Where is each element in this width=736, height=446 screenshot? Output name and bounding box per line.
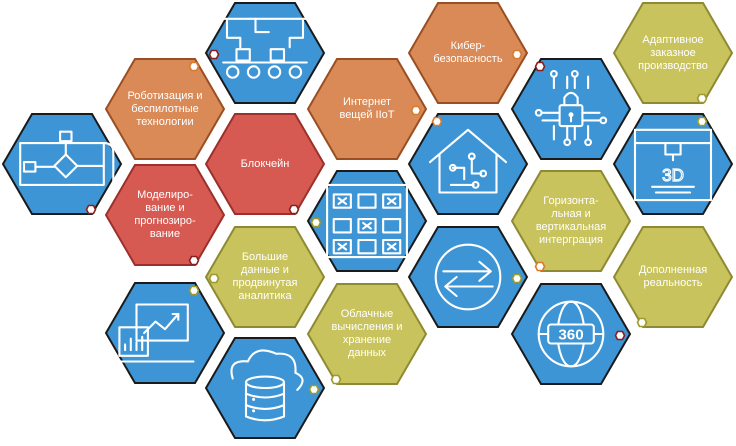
hex-marker	[330, 374, 342, 385]
hex-custom-production: Адаптивное заказное производство	[612, 1, 734, 104]
hex-shape	[407, 113, 529, 215]
hex-cybersecurity: Кибер- безопасность	[407, 1, 529, 104]
svg-text:360: 360	[558, 327, 583, 344]
hex-label: Интернет вещей IIoT	[339, 96, 395, 121]
hex-marker	[696, 93, 708, 104]
hex-label: Облачные вычисления и хранение данных	[331, 308, 403, 359]
hex-marker	[288, 204, 300, 215]
hex-marker	[310, 217, 322, 228]
smart-house-icon	[428, 128, 508, 194]
hex-shape	[204, 1, 326, 104]
hex-smart-home	[407, 113, 529, 215]
hex-shape	[104, 282, 226, 384]
flowchart-icon	[19, 130, 115, 186]
hex-marker	[308, 384, 320, 395]
hex-label: Моделиро- вание и прогнозиро- вание	[134, 189, 196, 240]
conveyor-robot-icon	[222, 17, 308, 79]
svg-text:3D: 3D	[662, 166, 684, 185]
hex-marker	[85, 204, 97, 215]
hex-marker	[636, 317, 648, 328]
hex-sync-arrows	[407, 226, 529, 328]
cloud-database-icon	[230, 349, 304, 422]
hex-shape: 360	[510, 283, 632, 385]
hex-view-360: 360	[510, 283, 632, 385]
hex-shape	[510, 58, 632, 160]
hex-modeling: Моделиро- вание и прогнозиро- вание	[104, 164, 226, 266]
hex-marker	[410, 105, 422, 116]
hex-marker	[188, 61, 200, 72]
circuit-lock-icon	[534, 69, 608, 147]
hex-blocks-grid	[306, 170, 428, 272]
hex-iiot: Интернет вещей IIoT	[306, 58, 428, 160]
hex-marker	[188, 285, 200, 296]
hex-marker	[534, 61, 546, 72]
view-360-icon: 360	[537, 300, 605, 368]
hex-label: Большие данные и продвинутая аналитика	[232, 251, 298, 302]
hex-marker	[208, 273, 220, 284]
hex-cloud-db	[204, 337, 326, 439]
analytics-dashboard-icon	[118, 303, 195, 363]
hex-augmented-reality: Дополненная реальность	[612, 226, 734, 328]
block-grid-icon	[326, 183, 408, 259]
hex-label: Блокчейн	[240, 157, 290, 170]
hex-shape	[306, 283, 428, 385]
hex-shape	[612, 226, 734, 328]
printer-3d-icon: 3D	[633, 128, 713, 202]
hex-cloud-storage: Облачные вычисления и хранение данных	[306, 283, 428, 385]
hex-label: Дополненная реальность	[638, 264, 708, 289]
hex-marker	[431, 116, 443, 127]
hex-analytics-dashboard	[104, 282, 226, 384]
hex-shape: 3D	[612, 113, 734, 215]
hex-integration: Горизонта- льная и вертикальная интергра…	[510, 170, 632, 272]
hex-shape	[510, 170, 632, 272]
hex-marker	[511, 273, 523, 284]
hex-marker	[188, 255, 200, 266]
hex-label: Адаптивное заказное производство	[638, 33, 708, 72]
hex-printer-3d: 3D	[612, 113, 734, 215]
hex-blockchain: Блокчейн	[204, 113, 326, 215]
hex-shape	[1, 113, 123, 215]
hex-shape	[306, 58, 428, 160]
hex-shape	[306, 170, 428, 272]
hex-label: Горизонта- льная и вертикальная интергра…	[535, 195, 607, 246]
hex-shape	[407, 1, 529, 104]
hex-big-data: Большие данные и продвинутая аналитика	[204, 226, 326, 328]
hex-marker	[534, 261, 546, 272]
hex-shape	[204, 337, 326, 439]
hex-robotics: Роботизация и беспилотные технологии	[104, 58, 226, 160]
hex-label: Кибер- безопасность	[433, 40, 503, 65]
hex-label: Роботизация и беспилотные технологии	[127, 89, 203, 128]
hex-marker	[208, 49, 220, 60]
hex-process-flow	[1, 113, 123, 215]
hex-marker	[696, 116, 708, 127]
hex-factory-line	[204, 1, 326, 104]
hex-marker	[511, 49, 523, 60]
hex-circuit-lock	[510, 58, 632, 160]
hex-marker	[614, 330, 626, 341]
hex-shape	[104, 58, 226, 160]
hex-shape	[407, 226, 529, 328]
hex-shape	[204, 226, 326, 328]
exchange-arrows-icon	[434, 243, 502, 311]
